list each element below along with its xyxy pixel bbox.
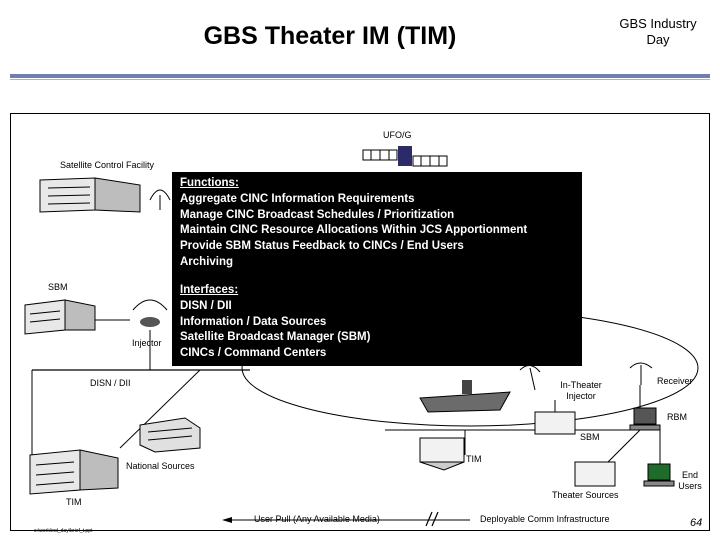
sbm-building-icon <box>24 299 96 335</box>
tim-center-label: TIM <box>466 454 482 464</box>
national-sources-icon <box>139 417 201 453</box>
tim-unit-icon <box>419 437 465 471</box>
interfaces-heading: Interfaces: <box>180 284 239 296</box>
info-box: Functions: Aggregate CINC Information Re… <box>172 172 582 366</box>
header-rule <box>10 74 710 78</box>
diagram-frame <box>10 113 710 531</box>
sbm-unit-icon <box>534 411 576 435</box>
injector-dish-icon <box>132 299 168 327</box>
satellite-control-label: Satellite Control Facility <box>60 160 155 170</box>
in-theater-injector-dish-icon <box>519 365 541 391</box>
receiver-dish-icon <box>629 362 653 385</box>
disn-label: DISN / DII <box>90 378 131 388</box>
control-dish-icon <box>149 189 171 210</box>
interface-item: Information / Data Sources <box>180 315 327 328</box>
rbm-terminal-icon <box>629 407 661 431</box>
functions-heading: Functions: <box>180 177 239 189</box>
break-mark-1 <box>425 511 433 527</box>
function-item: Archiving <box>180 256 234 268</box>
national-link <box>119 369 201 449</box>
interface-item: Satellite Broadcast Manager (SBM) <box>180 331 371 344</box>
event-label: GBS Industry Day <box>619 16 697 47</box>
interface-item: DISN / DII <box>180 299 232 312</box>
theater-sources-label: Theater Sources <box>552 490 619 500</box>
user-pull-label: User Pull (Any Available Media) <box>254 514 380 524</box>
function-item: Manage CINC Broadcast Schedules / Priori… <box>180 208 455 221</box>
header-rule-thin <box>10 79 710 80</box>
receiver-label: Receiver <box>657 376 693 386</box>
page-number: 64 <box>690 517 703 529</box>
theater-sources-unit-icon <box>574 461 616 487</box>
interface-item: CINCs / Command Centers <box>180 347 327 360</box>
end-users-terminal-icon <box>643 463 675 487</box>
function-item: Provide SBM Status Feedback to CINCs / E… <box>180 240 464 253</box>
control-facility-icon <box>39 177 141 213</box>
tim-building-icon <box>29 449 119 495</box>
sbm-right-label: SBM <box>580 432 600 442</box>
in-theater-injector-label: In-Theater Injector <box>560 380 602 401</box>
sbm-left-label: SBM <box>48 282 68 292</box>
satellite-icon <box>362 146 448 167</box>
page-title: GBS Theater IM (TIM) <box>203 22 457 50</box>
satellite-label: UFO/G <box>383 130 412 140</box>
ship-icon <box>419 380 511 413</box>
national-sources-label: National Sources <box>126 461 195 471</box>
deployable-comm-label: Deployable Comm Infrastructure <box>480 514 610 524</box>
end-users-label: End Users <box>678 470 702 491</box>
user-pull-arrow <box>222 517 232 523</box>
break-mark-2 <box>431 511 439 527</box>
rbm-label: RBM <box>667 412 687 422</box>
injector-label: Injector <box>132 338 162 348</box>
function-item: Aggregate CINC Information Requirements <box>180 192 415 205</box>
function-item: Maintain CINC Resource Allocations Withi… <box>180 224 528 237</box>
file-path: c:\work\ind_day\brief_t.ppt <box>34 528 93 534</box>
tim-left-label: TIM <box>66 497 82 507</box>
